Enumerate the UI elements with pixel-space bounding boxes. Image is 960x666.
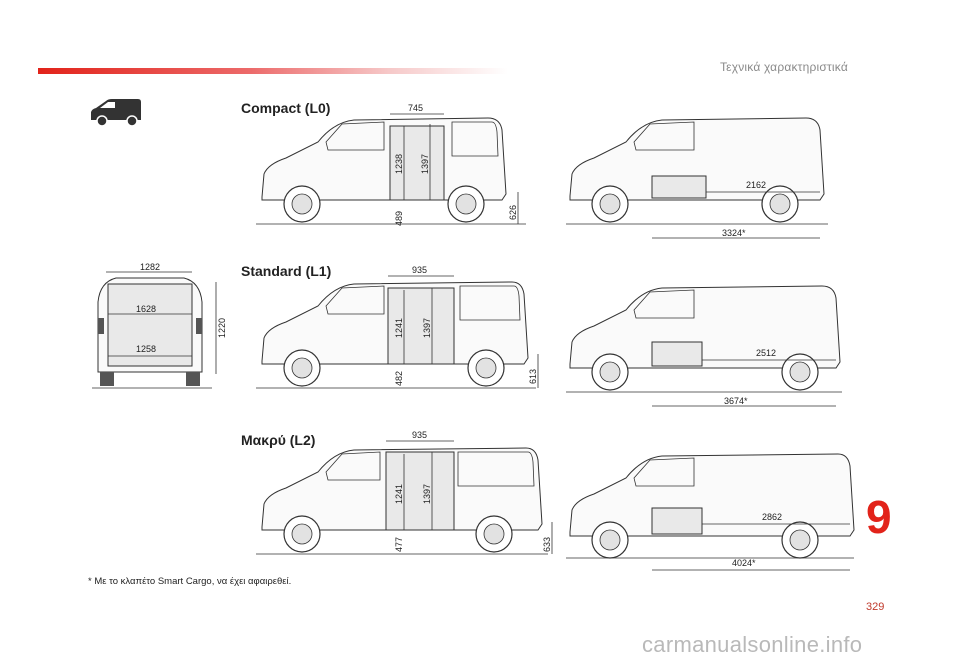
section-label-long: Μακρύ (L2) <box>241 432 316 448</box>
watermark: carmanualsonline.info <box>642 632 863 657</box>
van-side-door-diagram-compact: 745 1238 1397 489 626 <box>256 103 526 226</box>
header-accent-bar <box>38 68 508 74</box>
rear-sill-compact: 626 <box>508 205 518 220</box>
total-height-standard: 1397 <box>422 318 432 338</box>
van-icon <box>91 99 141 127</box>
cargo-length-total-standard: 3674* <box>724 396 748 406</box>
total-height-compact: 1397 <box>420 154 430 174</box>
section-label-standard: Standard (L1) <box>241 263 332 279</box>
rear-sill-standard: 613 <box>528 369 538 384</box>
van-cargo-length-diagram-standard: 2512 3674* <box>566 285 842 407</box>
van-rear-view-diagram: 1282 1628 1258 1220 <box>92 262 227 389</box>
cargo-length-long: 2862 <box>762 512 782 522</box>
van-side-door-diagram-standard: 935 1241 1397 482 613 <box>256 265 539 389</box>
cargo-length-compact: 2162 <box>746 180 766 190</box>
van-cargo-length-diagram-long: 2862 4024* <box>566 453 855 571</box>
section-title: Τεχνικά χαρακτηριστικά <box>719 60 848 74</box>
cargo-length-standard: 2512 <box>756 348 776 358</box>
chapter-number: 9 <box>866 491 892 543</box>
rear-floor-width: 1258 <box>136 344 156 354</box>
cargo-length-total-long: 4024* <box>732 558 756 568</box>
door-height-compact: 1238 <box>394 154 404 174</box>
footnote: * Με το κλαπέτο Smart Cargo, να έχει αφα… <box>88 576 292 587</box>
rear-top-width: 1282 <box>140 262 160 272</box>
sill-height-compact: 489 <box>394 211 404 226</box>
sill-height-standard: 482 <box>394 371 404 386</box>
van-side-door-diagram-long: 935 1241 1397 477 633 <box>256 430 553 555</box>
cargo-length-total-compact: 3324* <box>722 228 746 238</box>
page-number: 329 <box>866 601 885 613</box>
rear-sill-long: 633 <box>542 537 552 552</box>
total-height-long: 1397 <box>422 484 432 504</box>
opening-width-long: 935 <box>412 430 427 440</box>
door-height-standard: 1241 <box>394 318 404 338</box>
van-cargo-length-diagram-compact: 2162 3324* <box>566 117 828 239</box>
door-height-long: 1241 <box>394 484 404 504</box>
rear-inner-width: 1628 <box>136 304 156 314</box>
opening-width-compact: 745 <box>408 103 423 113</box>
section-label-compact: Compact (L0) <box>241 100 331 116</box>
opening-width-standard: 935 <box>412 265 427 275</box>
rear-height: 1220 <box>217 318 227 338</box>
sill-height-long: 477 <box>394 537 404 552</box>
